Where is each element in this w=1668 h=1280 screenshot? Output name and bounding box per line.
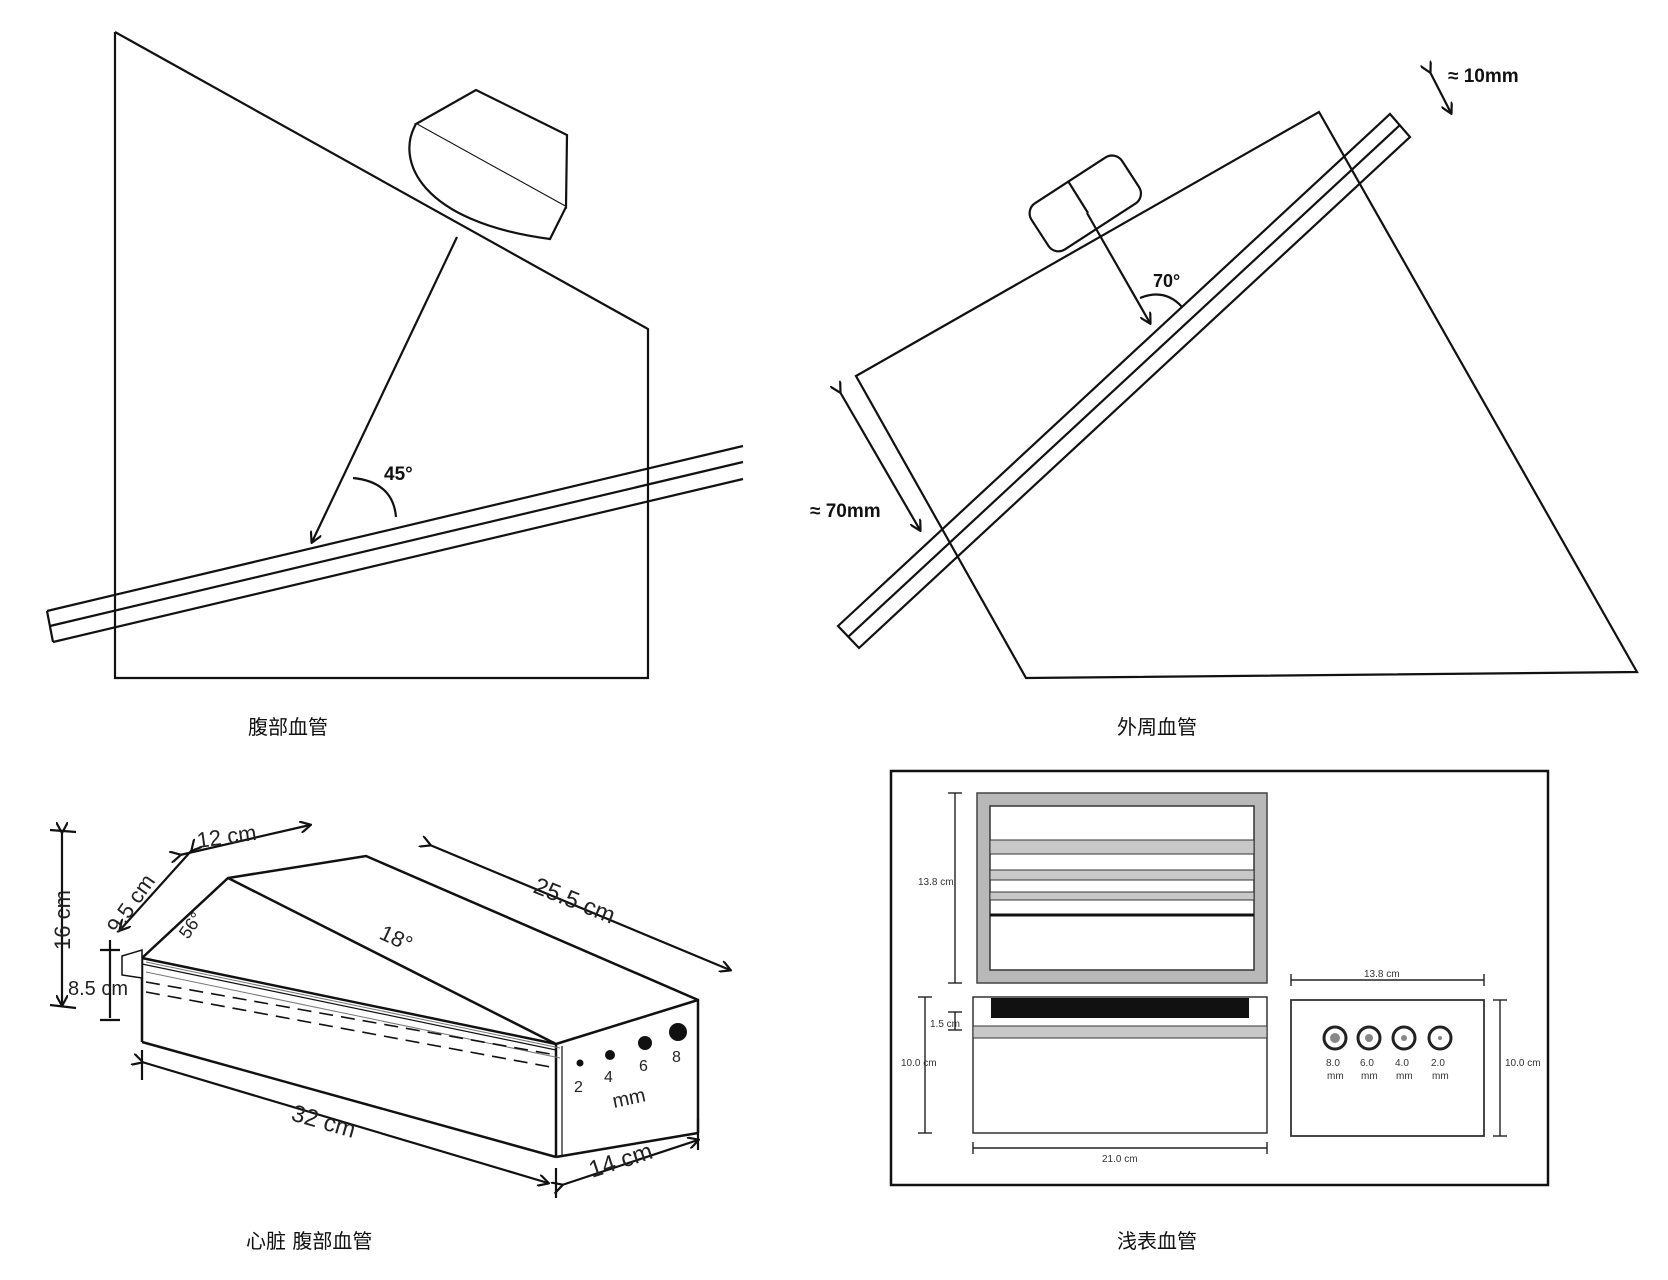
peripheral-caption: 外周血管 xyxy=(1117,715,1197,739)
front-height-label: 9.5 cm xyxy=(102,869,160,937)
front-angle-label: 56° xyxy=(175,909,207,943)
cardiac-panel xyxy=(49,825,730,1198)
vessel-8-unit: mm xyxy=(1327,1071,1344,1082)
width-top-label: 12 cm xyxy=(195,820,258,853)
abdominal-probe-icon xyxy=(408,88,569,241)
peripheral-angle-label: 70° xyxy=(1153,271,1180,291)
depth-label: ≈ 70mm xyxy=(810,501,881,522)
length-label: 32 cm xyxy=(288,1100,358,1144)
vessel-2-unit: mm xyxy=(1432,1071,1449,1082)
cardiac-caption: 心脏 腹部血管 xyxy=(246,1229,372,1253)
superficial-caption: 浅表血管 xyxy=(1117,1229,1197,1253)
hole-label-2: 2 xyxy=(574,1079,583,1096)
low-height-label: 8.5 cm xyxy=(68,978,128,1000)
hole-label-6: 6 xyxy=(639,1058,648,1075)
abdominal-phantom-outline xyxy=(113,31,650,680)
height-label: 16 cm xyxy=(50,890,75,950)
vessel-4-unit: mm xyxy=(1396,1071,1413,1082)
abdominal-panel xyxy=(45,31,744,680)
stripe-label: 1.5 cm xyxy=(930,1019,960,1030)
vessel-6-unit: mm xyxy=(1361,1071,1378,1082)
peripheral-panel xyxy=(836,72,1639,680)
depth-label-cardiac: 14 cm xyxy=(586,1138,657,1184)
bottom-right-phantom xyxy=(1290,999,1485,1137)
abdominal-beam-arrow xyxy=(312,236,458,542)
depth-arrow xyxy=(840,392,920,530)
peripheral-angle-arc xyxy=(1139,293,1183,308)
cardiac-vessel-lines xyxy=(145,981,557,1069)
block-height-label: 10.0 cm xyxy=(901,1058,937,1069)
top-phantom xyxy=(976,792,1268,984)
hole-unit-label: mm xyxy=(610,1084,647,1112)
cardiac-dimension-lines xyxy=(49,825,730,1198)
peripheral-phantom-outline xyxy=(854,110,1639,680)
thickness-arrow xyxy=(1430,72,1451,113)
right-height-label: 10.0 cm xyxy=(1505,1058,1541,1069)
hole-4 xyxy=(605,1050,615,1060)
cardiac-holes: 2 4 6 8 mm xyxy=(574,1023,687,1113)
hole-2 xyxy=(576,1059,584,1067)
peripheral-probe-icon xyxy=(1028,154,1143,253)
superficial-panel: 13.8 cm 1.5 cm 10.0 cm 21.0 cm 13.8 cm 1… xyxy=(889,769,1550,1187)
slope-angle-label: 18° xyxy=(376,920,417,957)
bottom-left-phantom xyxy=(972,996,1268,1134)
superficial-dimension-lines xyxy=(918,792,1507,1154)
vessel-8-size: 8.0 xyxy=(1326,1058,1340,1069)
abdominal-angle-label: 45° xyxy=(384,464,413,485)
top-height-label: 13.8 cm xyxy=(918,877,954,888)
vessel-4-size: 4.0 xyxy=(1395,1058,1409,1069)
abdominal-caption: 腹部血管 xyxy=(248,715,328,739)
hole-8 xyxy=(669,1023,687,1041)
vessel-2-size: 2.0 xyxy=(1431,1058,1445,1069)
block-width-label: 21.0 cm xyxy=(1102,1154,1138,1165)
peripheral-beam-arrow xyxy=(1086,212,1150,323)
length-top-label: 25.5 cm xyxy=(530,873,619,930)
hole-6 xyxy=(638,1036,652,1050)
peripheral-vessel-tube xyxy=(836,112,1412,650)
hole-label-8: 8 xyxy=(672,1049,681,1066)
hole-label-4: 4 xyxy=(604,1069,613,1086)
right-width-label: 13.8 cm xyxy=(1364,969,1400,980)
abdominal-angle-arc xyxy=(352,476,398,518)
thickness-label: ≈ 10mm xyxy=(1448,66,1519,87)
abdominal-vessel-tube xyxy=(45,444,744,644)
vessel-6-size: 6.0 xyxy=(1360,1058,1374,1069)
